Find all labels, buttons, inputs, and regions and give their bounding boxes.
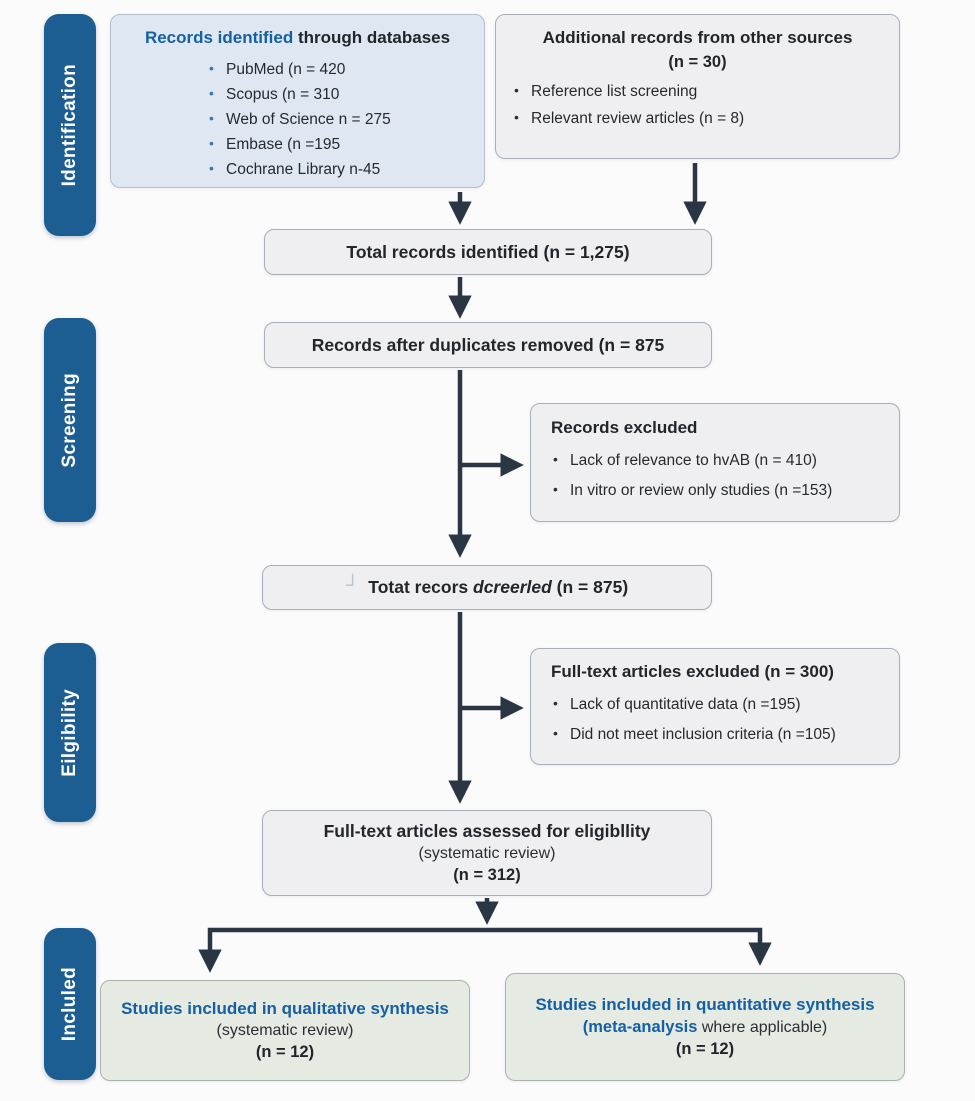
- box-line3: (n = 312): [453, 866, 521, 884]
- box-title: Records identified through databases: [125, 28, 470, 48]
- fulltext-excluded-list: Lack of quantitative data (n =195) Did n…: [551, 695, 883, 744]
- count-line: (n = 30): [668, 53, 727, 71]
- list-item: Relevant review articles (n = 8): [512, 109, 883, 128]
- stage-eligibility-label: Eilgibility: [59, 688, 80, 777]
- box-title: Studies included in quantitative synthes…: [535, 995, 875, 1014]
- box-text: ┘ Totat recors dcreerled (n = 875): [263, 574, 711, 599]
- title-rest: through databases: [293, 28, 451, 47]
- list-item: Reference list screening: [512, 82, 883, 101]
- other-sources-list: Reference list screening Relevant review…: [512, 82, 883, 128]
- box-line2: (meta-analysis where applicable): [514, 1018, 896, 1037]
- stage-included-label: Incluled: [59, 966, 80, 1042]
- box-fulltext-excluded: Full-text articles excluded (n = 300) La…: [530, 648, 900, 765]
- box-qualitative-synthesis: Studies included in qualitative synthesi…: [100, 980, 470, 1081]
- list-item: Embase (n =195: [207, 135, 470, 154]
- text-post: (n = 875): [551, 576, 629, 597]
- corner-glyph: ┘: [345, 574, 360, 596]
- box-line1: Full-text articles assessed for eligibll…: [323, 821, 651, 841]
- box-line3: (n = 12): [255, 1043, 315, 1061]
- stage-identification: Identification: [44, 14, 96, 236]
- list-item: Lack of quantitative data (n =195): [551, 695, 883, 714]
- title-highlight: Records identified: [144, 28, 294, 47]
- box-quantitative-synthesis: Studies included in quantitative synthes…: [505, 973, 905, 1081]
- line2-highlight: (meta-analysis: [582, 1018, 698, 1036]
- list-item: Did not meet inclusion criteria (n =105): [551, 725, 883, 744]
- box-additional-records: Additional records from other sources (n…: [495, 14, 900, 159]
- arrow-split-to-included: [198, 927, 772, 973]
- list-item: Cochrane Library n-45: [207, 160, 470, 179]
- box-records-excluded: Records excluded Lack of relevance to hv…: [530, 403, 900, 522]
- box-fulltext-assessed: Full-text articles assessed for eligibll…: [262, 810, 712, 896]
- box-total-records: Total records identified (n = 1,275): [264, 229, 712, 275]
- stage-eligibility: Eilgibility: [44, 643, 96, 822]
- line2-rest: where applicable): [697, 1019, 828, 1036]
- text-pre: Totat recors: [368, 576, 473, 597]
- stage-identification-label: Identification: [59, 63, 80, 187]
- list-item: Lack of relevance to hvAB (n = 410): [551, 451, 883, 470]
- box-text: Records after duplicates removed (n = 87…: [311, 334, 665, 355]
- box-records-identified-databases: Records identified through databases Pub…: [110, 14, 485, 188]
- box-records-screened: ┘ Totat recors dcreerled (n = 875): [262, 565, 712, 610]
- database-list: PubMed (n = 420 Scopus (n = 310 Web of S…: [207, 60, 470, 179]
- box-title: Additional records from other sources: [542, 28, 853, 47]
- list-item: Web of Science n = 275: [207, 110, 470, 129]
- text-italic: dcreerled: [473, 576, 552, 597]
- box-title: Studies included in qualitative synthesi…: [121, 999, 449, 1018]
- box-text: Total records identified (n = 1,275): [346, 241, 630, 262]
- box-title: Records excluded: [551, 418, 698, 437]
- box-line3: (n = 12): [675, 1040, 735, 1058]
- box-line2: (systematic review): [216, 1022, 354, 1039]
- stage-screening-label: Screening: [59, 372, 80, 468]
- box-after-duplicates: Records after duplicates removed (n = 87…: [264, 322, 712, 368]
- box-title: Full-text articles excluded (n = 300): [551, 662, 834, 681]
- box-line2: (systematic review): [418, 845, 556, 862]
- excluded-list: Lack of relevance to hvAB (n = 410) In v…: [551, 451, 883, 500]
- stage-included: Incluled: [44, 928, 96, 1080]
- list-item: PubMed (n = 420: [207, 60, 470, 79]
- stage-screening: Screening: [44, 318, 96, 522]
- list-item: Scopus (n = 310: [207, 85, 470, 104]
- list-item: In vitro or review only studies (n =153): [551, 481, 883, 500]
